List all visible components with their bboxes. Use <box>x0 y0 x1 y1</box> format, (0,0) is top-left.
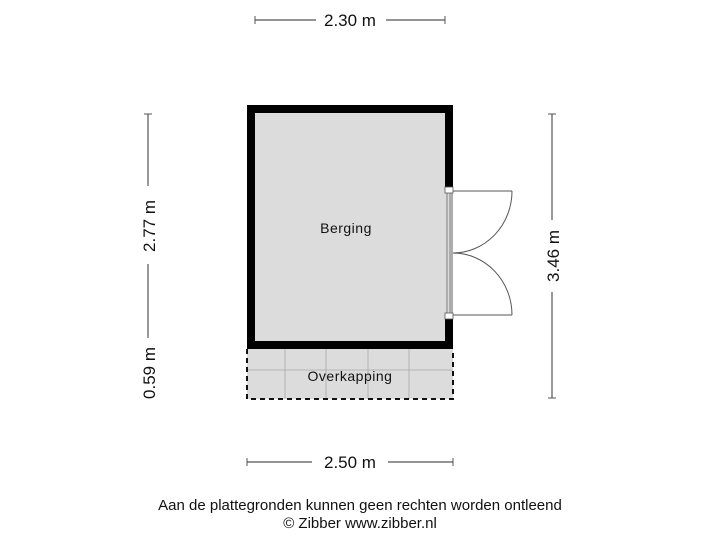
dimension-left-lower-label: 0.59 m <box>140 347 159 399</box>
dimension-bottom: 2.50 m <box>246 453 454 472</box>
dimension-bottom-label: 2.50 m <box>324 453 376 472</box>
dimension-top: 2.30 m <box>254 11 446 30</box>
dimension-right-label: 3.46 m <box>544 230 563 282</box>
dimension-right: 3.46 m <box>544 113 563 399</box>
disclaimer-text: Aan de plattegronden kunnen geen rechten… <box>158 497 562 514</box>
room-berging: Berging <box>247 105 454 349</box>
room-label-berging: Berging <box>320 220 372 236</box>
dimension-top-label: 2.30 m <box>324 11 376 30</box>
room-overkapping: Overkapping <box>246 349 454 400</box>
double-door-icon <box>452 190 513 316</box>
dimension-left-upper-label: 2.77 m <box>140 200 159 252</box>
room-label-overkapping: Overkapping <box>308 368 393 384</box>
dimension-left: 2.77 m 0.59 m <box>140 113 159 399</box>
copyright-text: © Zibber www.zibber.nl <box>283 515 437 532</box>
